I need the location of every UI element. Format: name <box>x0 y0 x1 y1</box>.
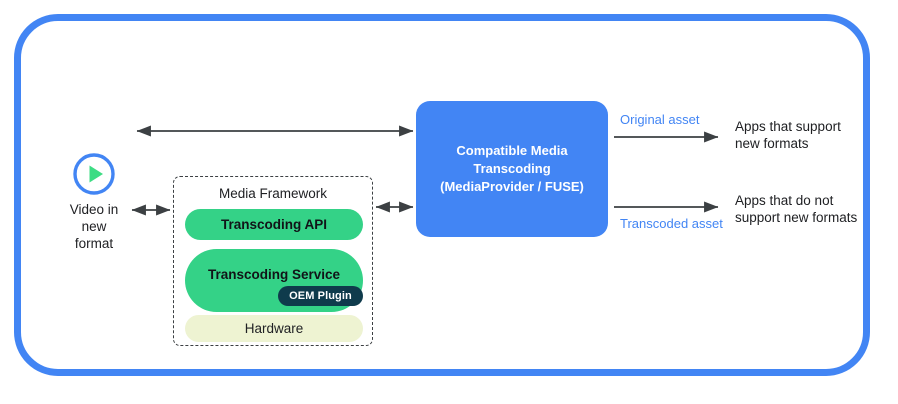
transcoding-service-label: Transcoding Service <box>207 267 341 282</box>
play-circle-icon <box>73 153 115 195</box>
apps-supporting-label: Apps that support new formats <box>735 118 841 152</box>
cmt-line-3: (MediaProvider / FUSE) <box>440 179 584 194</box>
video-source-caption: Video in new format <box>44 201 144 252</box>
transcoding-api-label: Transcoding API <box>220 217 328 232</box>
hardware-block: Hardware <box>185 315 363 342</box>
cmt-line-1: Compatible Media <box>456 143 568 158</box>
transcoding-api-block: Transcoding API <box>185 209 363 240</box>
video-caption-line-1: Video in <box>69 202 119 217</box>
original-asset-label: Original asset <box>620 112 700 127</box>
hardware-label: Hardware <box>244 321 304 336</box>
apps-nonsupporting-line-1: Apps that do not <box>735 193 834 208</box>
cmt-box-text: Compatible Media Transcoding (MediaProvi… <box>434 142 590 196</box>
apps-supporting-line-1: Apps that support <box>735 119 841 134</box>
oem-plugin-label: OEM Plugin <box>289 290 352 302</box>
apps-nonsupporting-label: Apps that do not support new formats <box>735 192 857 226</box>
compatible-media-transcoding-box: Compatible Media Transcoding (MediaProvi… <box>416 101 608 237</box>
video-caption-line-3: format <box>74 236 114 251</box>
transcoded-asset-label: Transcoded asset <box>620 216 723 231</box>
apps-supporting-line-2: new formats <box>735 136 809 151</box>
apps-nonsupporting-line-2: support new formats <box>735 210 858 225</box>
media-framework-title: Media Framework <box>218 186 328 201</box>
cmt-line-2: Transcoding <box>473 161 551 176</box>
video-caption-line-2: new <box>81 219 107 234</box>
oem-plugin-badge: OEM Plugin <box>278 286 363 306</box>
media-framework-group: Media Framework Transcoding API Transcod… <box>173 176 373 346</box>
